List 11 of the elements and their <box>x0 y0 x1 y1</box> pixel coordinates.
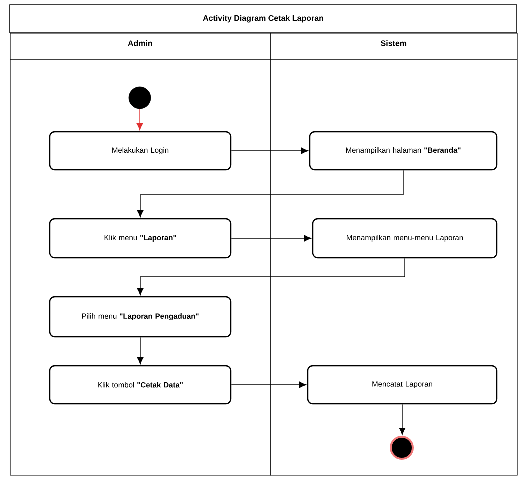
arrow <box>137 337 144 364</box>
arrow <box>137 258 406 296</box>
arrow <box>231 382 306 388</box>
arrow <box>137 170 404 218</box>
diagram-title: Activity Diagram Cetak Laporan <box>203 15 324 23</box>
arrow <box>399 404 406 436</box>
end-node <box>390 436 414 460</box>
arrow <box>231 148 308 154</box>
arrow <box>231 235 312 242</box>
start-node <box>128 86 152 110</box>
arrow <box>136 108 144 130</box>
